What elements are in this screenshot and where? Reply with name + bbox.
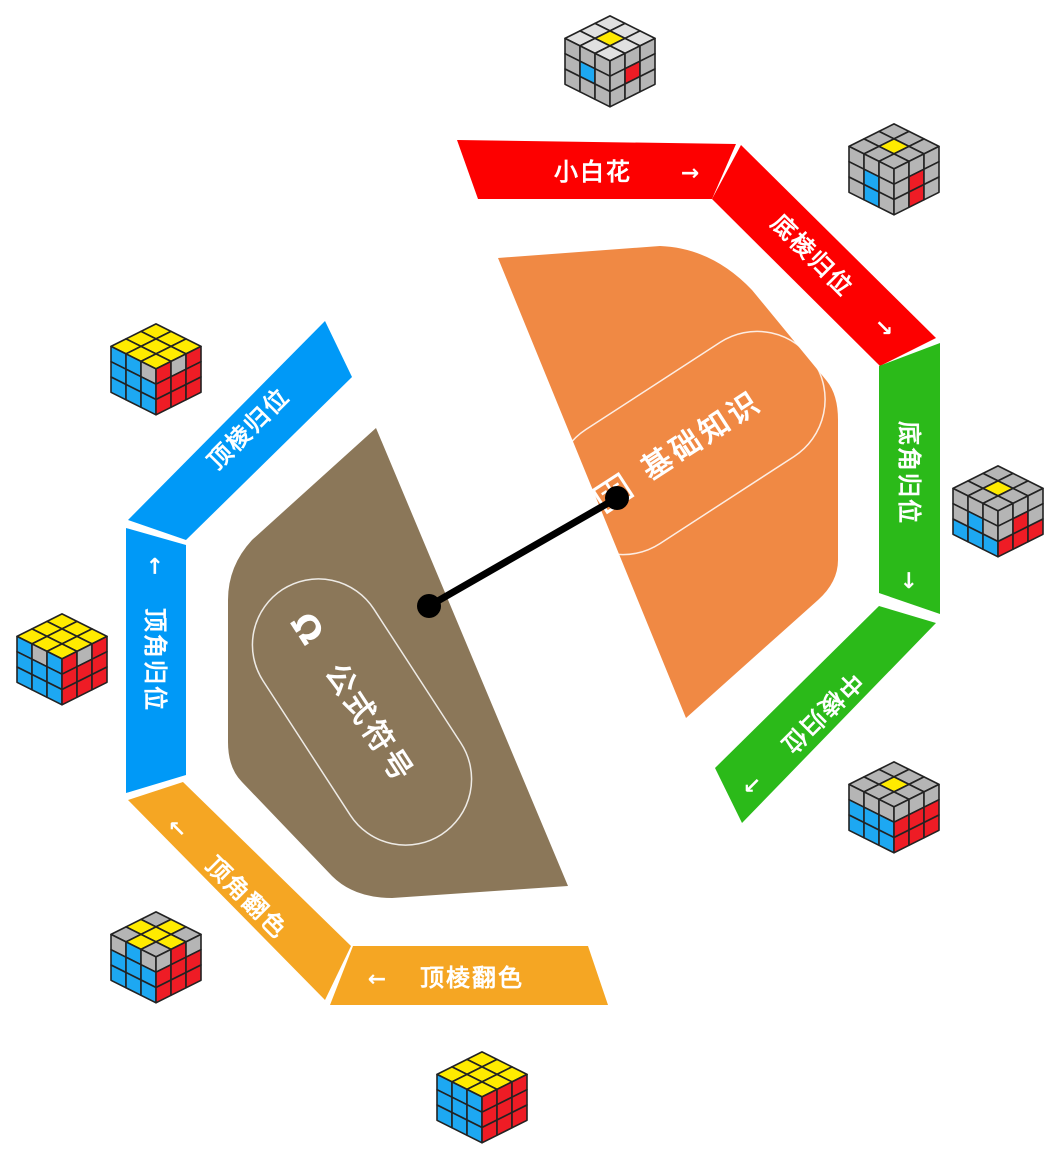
cube-facelet (923, 176, 940, 201)
core-notation-panel[interactable]: Ω 公式符号 (227, 428, 568, 898)
right-arrow-icon: → (681, 161, 699, 186)
cube-stage-middle-edges (848, 761, 940, 854)
cube-stage-top-corners-place (110, 323, 202, 416)
cube-stage-solved (436, 1051, 528, 1144)
step-bottom-corners[interactable]: 底角归位 → (879, 343, 940, 614)
cube-facelet (1027, 518, 1044, 543)
stage-cubes (16, 15, 1044, 1144)
step-top-edges-flip-label: 顶棱翻色 (420, 964, 524, 992)
step-top-edges-flip[interactable]: 顶棱翻色 ← (330, 946, 608, 1005)
up-arrow-icon: ← (142, 557, 167, 575)
step-top-corners-place-label: 顶角归位 (141, 608, 169, 712)
cube-facelet (511, 1104, 528, 1129)
cube-facelet (91, 666, 108, 691)
cube-stage-bottom-edges (848, 123, 940, 216)
step-small-flower[interactable]: 小白花 → (457, 140, 736, 199)
cube-stage-top-cross (110, 911, 202, 1004)
core-connector (417, 486, 629, 618)
cube-facelet (185, 964, 202, 989)
step-bottom-corners-label: 底角归位 (895, 421, 923, 525)
cube-facelet (639, 68, 656, 93)
cube-stage-small-flower (564, 15, 656, 108)
cube-facelet (923, 814, 940, 839)
step-small-flower-label: 小白花 (554, 158, 632, 186)
cube-facelet (185, 376, 202, 401)
left-arrow-icon: ← (368, 967, 386, 992)
cube-stage-bottom-corners (952, 465, 1044, 558)
cube-stage-top-corners-orient (16, 613, 108, 706)
core-basics-panel[interactable]: 基础知识 (498, 246, 851, 718)
step-top-corners-place[interactable]: 顶角归位 ← (126, 528, 186, 793)
down-arrow-icon: → (896, 571, 921, 589)
